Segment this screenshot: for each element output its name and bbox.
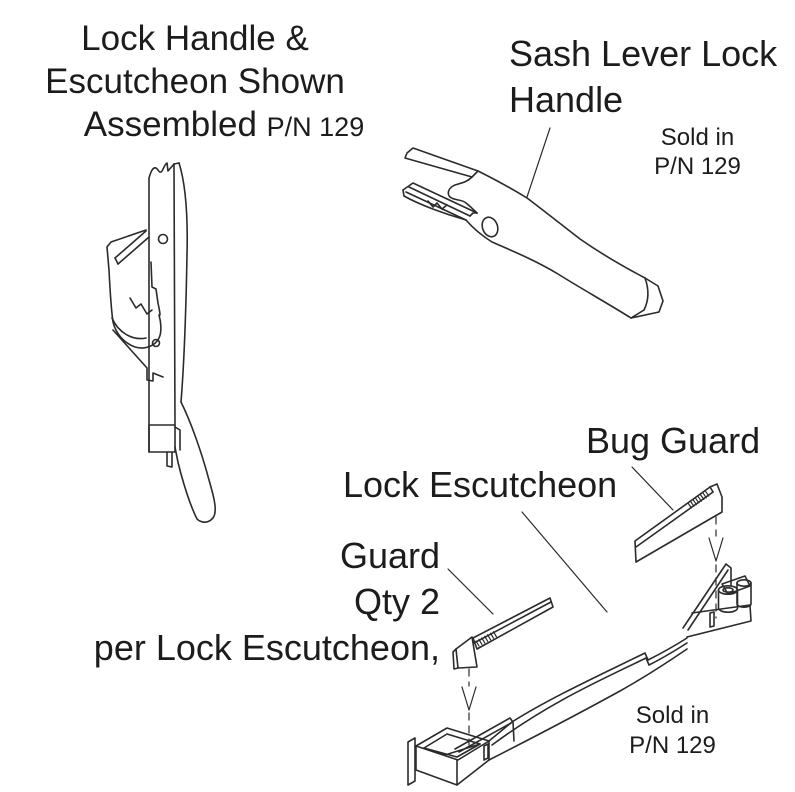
assembled-title-line1: Lock Handle & <box>81 19 309 58</box>
assembled-view-title: Lock Handle & Escutcheon Shown Assembled… <box>10 17 380 149</box>
sash-sold-in-line2: P/N 129 <box>654 153 741 180</box>
guard-label-line1: Guard <box>339 535 440 576</box>
guard-label-line3: per Lock Escutcheon, <box>93 627 440 668</box>
sash-title-line1: Sash Lever Lock <box>509 33 778 74</box>
guard-label-line2: Qty 2 <box>353 581 440 622</box>
assembled-part-number: P/N 129 <box>266 112 365 142</box>
sash-handle-title: Sash Lever Lock Handle <box>509 31 777 123</box>
sash-sold-in-line1: Sold in <box>660 124 735 151</box>
escutcheon-sold-in-line2: P/N 129 <box>629 732 716 759</box>
bug-guard-hatch <box>688 491 709 508</box>
sash-title-line2: Handle <box>509 79 624 120</box>
guard-part-drawing <box>453 598 553 669</box>
assembled-title-word: Assembled <box>83 105 257 144</box>
lock-escutcheon-part-drawing <box>408 564 751 785</box>
assembled-title-line2: Escutcheon Shown <box>45 62 345 101</box>
guard-hatch <box>476 632 496 646</box>
leader-bug-guard <box>632 467 673 510</box>
guard-label: Guard Qty 2 per Lock Escutcheon, <box>80 533 440 671</box>
sash-sold-in-note: Sold in P/N 129 <box>640 123 755 181</box>
exploded-arrow-guard <box>462 669 476 745</box>
lock-escutcheon-label: Lock Escutcheon <box>343 464 618 505</box>
assembled-lock-handle-drawing <box>107 163 215 522</box>
exploded-arrow-bug-guard <box>709 517 723 618</box>
escutcheon-sold-in-note: Sold in P/N 129 <box>610 701 735 761</box>
leader-sash-handle <box>527 128 550 197</box>
leader-lock-escutcheon <box>522 512 607 612</box>
leader-lines <box>448 128 673 614</box>
sash-lever-handle-drawing <box>403 148 663 318</box>
leader-guard <box>448 569 493 614</box>
bug-guard-label: Bug Guard <box>586 420 761 461</box>
escutcheon-sold-in-line1: Sold in <box>635 702 710 729</box>
bug-guard-part-drawing <box>635 484 722 562</box>
assembled-title-line3: Assembled P/N 129 <box>10 103 380 149</box>
